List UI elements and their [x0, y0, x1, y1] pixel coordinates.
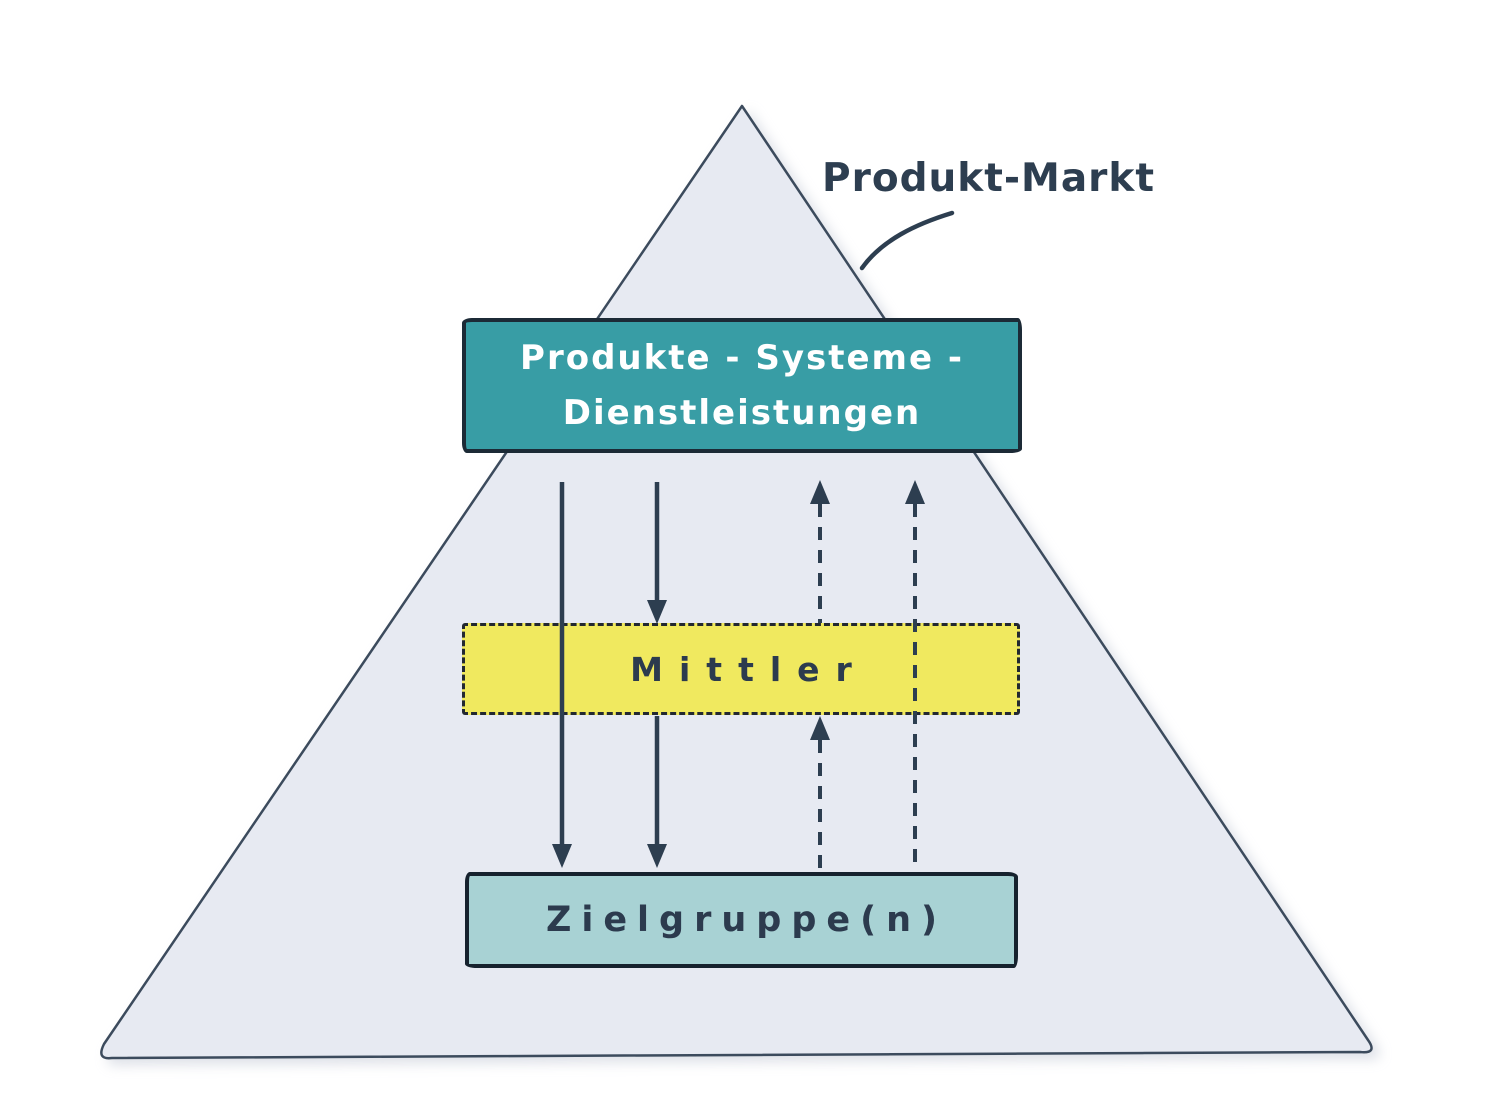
- arrow-up-dashed-to-mittler: [810, 716, 830, 871]
- products-label-line1: Produkte - Systeme -: [520, 338, 964, 379]
- mittler-label: Mittler: [630, 649, 868, 689]
- zielgruppe-label: Zielgruppe(n): [545, 900, 948, 940]
- arrow-up-dashed-from-mittler: [810, 480, 830, 623]
- arrow-down-solid-from-mittler: [647, 716, 667, 868]
- arrow-down-solid-through: [552, 482, 572, 868]
- arrow-down-solid-to-mittler: [647, 482, 667, 624]
- annotation-connector-curve: [859, 210, 955, 271]
- annotation-produkt-markt: Produkt-Markt: [822, 156, 1155, 201]
- arrow-up-dashed-through: [905, 480, 925, 870]
- level-box-products: Produkte - Systeme - Dienstleistungen: [462, 318, 1022, 453]
- pyramid-shape: [100, 104, 1373, 1060]
- level-box-zielgruppe: Zielgruppe(n): [465, 872, 1018, 968]
- level-box-mittler: Mittler: [462, 623, 1020, 715]
- products-label-line2: Dienstleistungen: [562, 392, 922, 433]
